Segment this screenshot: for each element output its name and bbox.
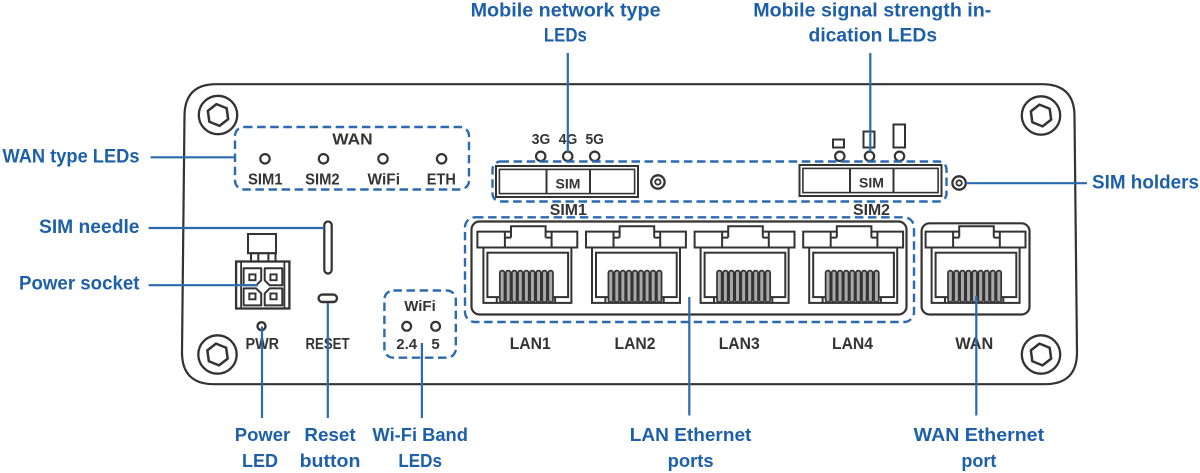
svg-text:WAN: WAN: [955, 335, 993, 353]
svg-text:LEDs: LEDs: [544, 26, 587, 47]
svg-text:ports: ports: [668, 451, 714, 471]
svg-text:Mobile signal strength in-: Mobile signal strength in-: [753, 1, 991, 22]
svg-text:SIM2: SIM2: [853, 202, 890, 219]
svg-text:SIM: SIM: [556, 176, 581, 192]
svg-text:LAN4: LAN4: [832, 335, 874, 353]
svg-text:5: 5: [431, 336, 439, 353]
svg-text:port: port: [961, 451, 996, 471]
svg-text:ETH: ETH: [427, 171, 456, 188]
svg-text:LAN1: LAN1: [510, 335, 551, 353]
svg-text:Wi-Fi Band: Wi-Fi Band: [372, 425, 468, 445]
svg-text:LAN3: LAN3: [719, 335, 760, 353]
svg-text:dication LEDs: dication LEDs: [809, 26, 938, 47]
svg-text:SIM needle: SIM needle: [39, 217, 140, 238]
svg-text:WAN: WAN: [332, 132, 372, 149]
svg-text:5G: 5G: [585, 131, 604, 148]
svg-text:SIM2: SIM2: [305, 171, 340, 188]
svg-text:SIM1: SIM1: [248, 171, 283, 188]
svg-text:button: button: [300, 451, 361, 471]
svg-text:Power: Power: [235, 425, 290, 445]
svg-text:WiFi: WiFi: [368, 171, 401, 188]
svg-text:Power socket: Power socket: [19, 274, 140, 295]
svg-text:2.4: 2.4: [396, 336, 418, 353]
svg-text:WiFi: WiFi: [404, 298, 436, 315]
svg-text:WAN type LEDs: WAN type LEDs: [3, 147, 140, 168]
svg-text:LED: LED: [242, 451, 278, 471]
svg-text:LEDs: LEDs: [398, 451, 442, 471]
svg-text:WAN Ethernet: WAN Ethernet: [914, 425, 1044, 445]
svg-text:LAN Ethernet: LAN Ethernet: [630, 425, 752, 445]
svg-text:Mobile network type: Mobile network type: [471, 1, 661, 22]
svg-text:SIM1: SIM1: [550, 202, 587, 219]
svg-text:LAN2: LAN2: [615, 335, 656, 353]
svg-text:SIM: SIM: [859, 175, 884, 191]
svg-text:3G: 3G: [532, 131, 551, 148]
svg-text:SIM holders: SIM holders: [1092, 173, 1199, 194]
svg-text:Reset: Reset: [304, 425, 355, 445]
